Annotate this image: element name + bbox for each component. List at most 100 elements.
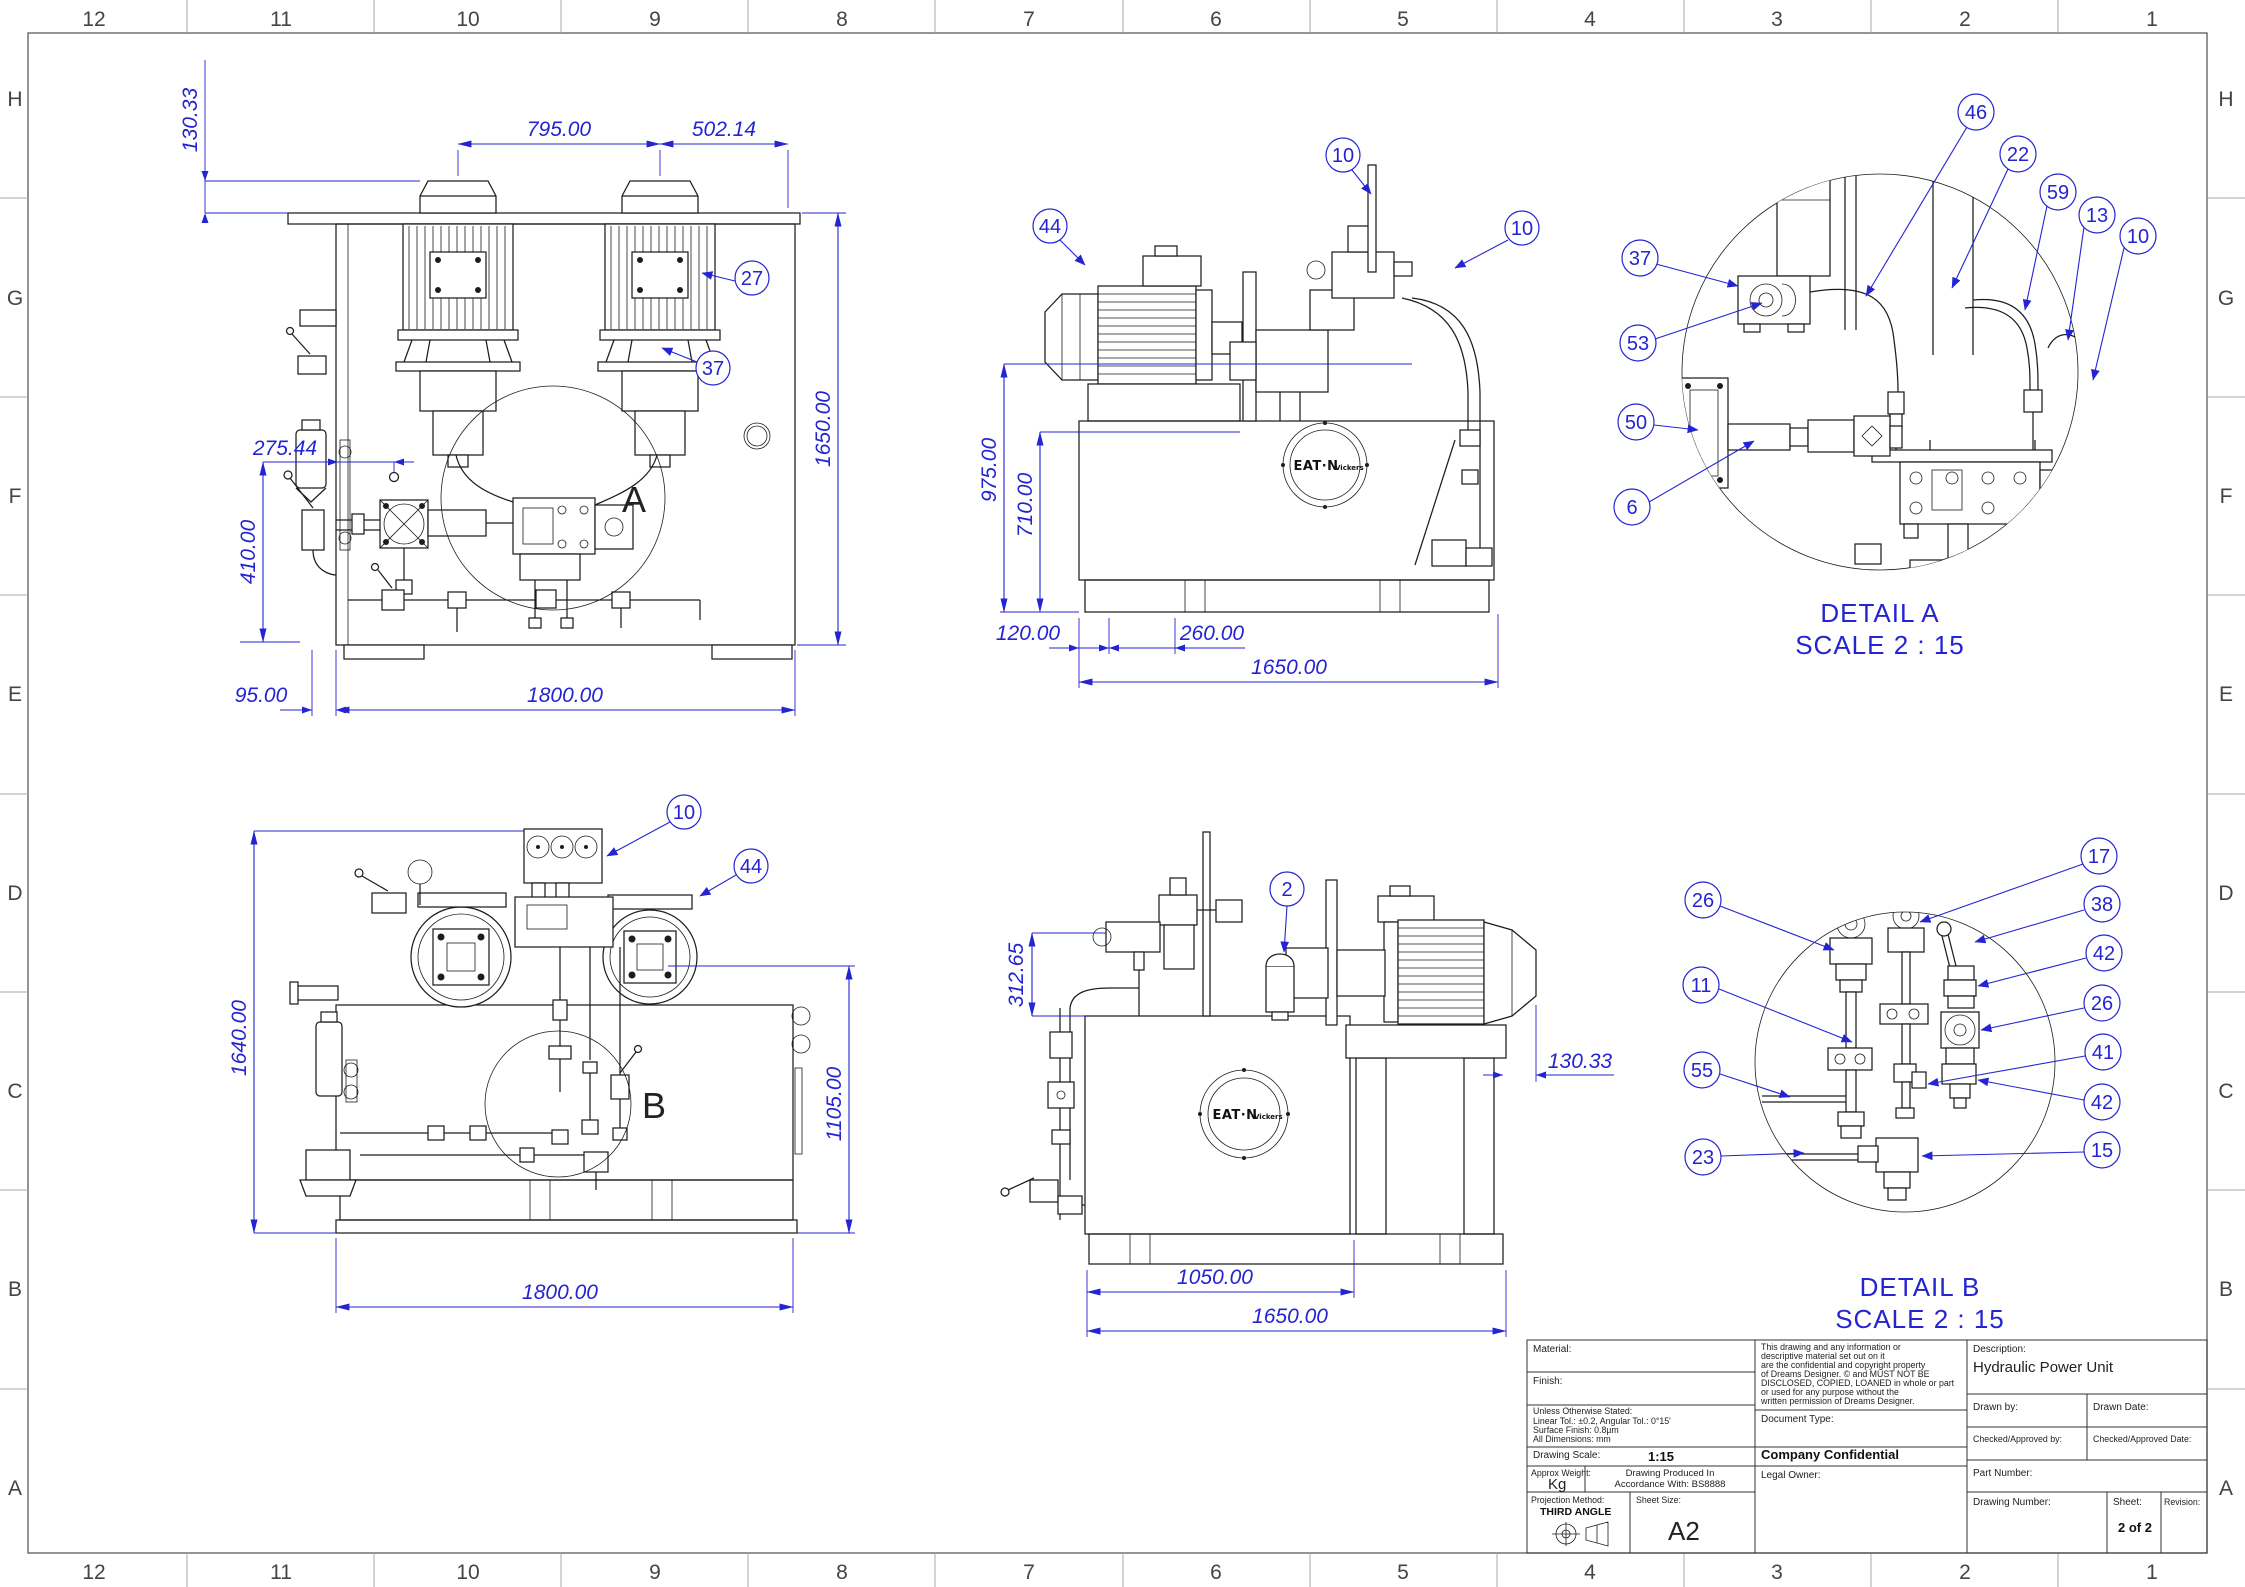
grid-column-labels-top: 12 11 10 9 8 7 6 5 4 3 2 1 [82,8,2158,31]
balloon-50-detail-a: 50 [1617,403,1699,441]
svg-text:50: 50 [1625,412,1647,434]
grid-label: 2 [1959,1561,1971,1584]
svg-text:59: 59 [2047,182,2069,204]
svg-text:41: 41 [2092,1042,2114,1064]
grid-column-labels-bottom: 12 11 10 9 8 7 6 5 4 3 2 1 [82,1561,2158,1584]
grid-label: 10 [456,1561,479,1584]
detail-a-scale: SCALE 2 : 15 [1795,630,1965,660]
svg-text:120.00: 120.00 [996,622,1061,645]
balloon-42-lower: 42 [1977,1077,2121,1121]
balloon-2: 2 [1269,871,1305,953]
dim-pump-offset: 95.00 [235,650,346,716]
part-number-label: Part Number: [1973,1468,2032,1479]
logo-sub: Vickers [1254,1113,1283,1121]
grid-label: 1 [2146,1561,2158,1584]
balloon-17: 17 [1919,837,2118,923]
balloon-44-rear: 44 [699,848,769,897]
dim-height: 1650.00 [797,212,846,646]
side-view-top: EAT·N Vickers 975.00 710.00 120.00 260.0… [978,137,1540,688]
grid-label: F [2220,485,2233,508]
grid-label: 12 [82,8,105,31]
checked-by-label: Checked/Approved by: [1973,1434,2062,1444]
sheet-size-value: A2 [1668,1516,1700,1546]
svg-text:1800.00: 1800.00 [527,684,603,707]
drawn-date-label: Drawn Date: [2093,1402,2149,1413]
grid-row-labels-left: H G F E D C B A [7,88,23,1500]
grid-label: B [2219,1278,2233,1301]
finish-label: Finish: [1533,1376,1562,1387]
svg-text:6: 6 [1626,497,1637,519]
detail-b-boundary-circle [484,1030,632,1178]
balloon-10-detail-a: 10 [2091,217,2157,381]
description-value: Hydraulic Power Unit [1973,1359,2114,1376]
svg-text:312.65: 312.65 [1005,943,1028,1008]
grid-label: H [2218,88,2233,111]
svg-text:37: 37 [702,358,724,380]
svg-text:17: 17 [2088,846,2110,868]
balloon-10-rear: 10 [606,794,702,857]
dim-tank-part: 1050.00 [1086,1240,1355,1298]
confidential-text: of Dreams Designer. © and MUST NOT BE [1761,1369,1930,1379]
balloon-26-right: 26 [1980,984,2121,1033]
grid-label: 1 [2146,8,2158,31]
svg-text:1105.00: 1105.00 [823,1067,846,1142]
balloon-23: 23 [1684,1138,1805,1176]
detail-a-mark: A [622,479,646,520]
balloon-26-left: 26 [1684,881,1835,951]
grid-label: 4 [1584,8,1596,31]
dim-motor-spacing: 795.00 [457,118,661,176]
grid-label: 12 [82,1561,105,1584]
svg-text:1650.00: 1650.00 [1251,656,1327,679]
grid-label: 7 [1023,1561,1035,1584]
balloon-46-detail-a: 46 [1865,93,1995,297]
grid-label: 4 [1584,1561,1596,1584]
grid-label: G [7,287,23,310]
svg-text:15: 15 [2091,1140,2113,1162]
svg-text:10: 10 [673,802,695,824]
balloon-10-top: 10 [1325,137,1372,195]
sheet-size-label: Sheet Size: [1636,1495,1681,1505]
svg-text:38: 38 [2091,894,2113,916]
balloon-10-right: 10 [1454,210,1540,269]
dim-pump-height: 1105.00 [668,965,855,1234]
detail-b-scale: SCALE 2 : 15 [1835,1304,2005,1334]
grid-label: 11 [270,1561,292,1584]
grid-label: A [8,1477,22,1500]
balloon-27: 27 [701,260,770,296]
pump-valve-group [1229,164,1493,567]
detail-b-view: 26 11 55 23 17 38 42 26 41 42 15 DETAIL … [1682,837,2123,1334]
logo-sub: Vickers [1335,464,1364,472]
grid-label: 8 [836,1561,848,1584]
svg-text:10: 10 [1332,145,1354,167]
eaton-vickers-logo-2: EAT·N Vickers [1198,1068,1290,1160]
svg-text:22: 22 [2007,144,2029,166]
confidential-text: or used for any purpose without the [1761,1387,1899,1397]
grid-label: B [8,1278,22,1301]
tolerance-line: Linear Tol.: ±0.2, Angular Tol.: 0°15' [1533,1416,1671,1426]
balloon-44: 44 [1032,208,1086,266]
svg-text:55: 55 [1691,1060,1713,1082]
tolerance-line: Surface Finish: 0.8µm [1533,1425,1619,1435]
grid-label: C [7,1080,22,1103]
dim-tank-length-rear: 1800.00 [335,1238,794,1313]
grid-label: E [8,683,22,706]
confidential-text: descriptive material set out on it [1761,1351,1885,1361]
grid-label: 7 [1023,8,1035,31]
drawing-scale-label: Drawing Scale: [1533,1450,1600,1461]
detail-a-circle [1681,173,2079,571]
balloon-38: 38 [1974,885,2121,944]
electric-motor-2 [597,180,723,468]
svg-text:130.33: 130.33 [1548,1050,1613,1073]
detail-b-circle [1754,911,2056,1213]
tolerance-line: Unless Otherwise Stated: [1533,1406,1632,1416]
balloon-15: 15 [1921,1131,2121,1169]
drain-piping [348,562,701,632]
confidential-text: This drawing and any information or [1761,1342,1901,1352]
balloon-53-detail-a: 53 [1619,302,1763,362]
grid-label: D [7,882,22,905]
dim-platform-height: 710.00 [1014,431,1240,613]
svg-text:37: 37 [1629,248,1651,270]
svg-text:975.00: 975.00 [978,438,1001,503]
balloon-37: 37 [661,347,731,386]
